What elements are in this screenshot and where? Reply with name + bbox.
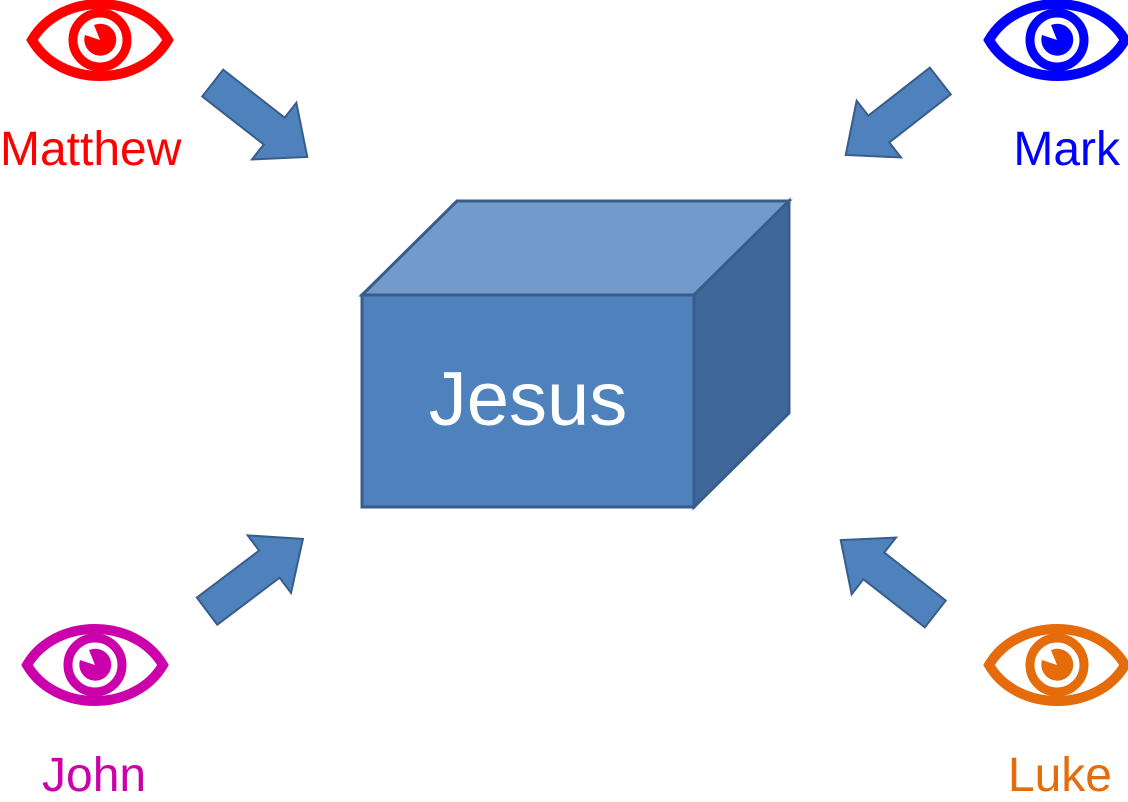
observer-name-matthew: Matthew (0, 123, 182, 176)
eye-icon (989, 629, 1125, 701)
observer-name-john: John (42, 749, 147, 802)
eye-icon (32, 4, 168, 76)
center-label: Jesus (428, 357, 628, 442)
arrow-from-mark (822, 51, 964, 185)
eye-icon (27, 629, 163, 701)
jesus-cube (358, 197, 793, 511)
observer-name-mark: Mark (1013, 123, 1120, 176)
arrow-from-luke (817, 510, 959, 644)
observer-name-luke: Luke (1007, 749, 1112, 802)
arrow-from-matthew (189, 53, 331, 187)
eye-icon (989, 4, 1125, 76)
arrow-from-john (184, 509, 326, 641)
cube-front-face (360, 293, 696, 509)
